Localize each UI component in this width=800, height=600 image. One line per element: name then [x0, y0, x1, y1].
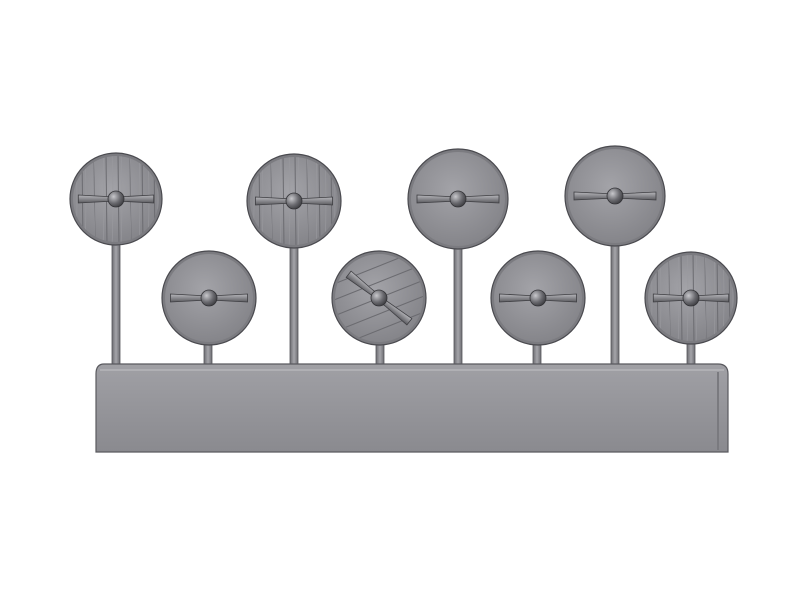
stem-7 — [610, 241, 620, 366]
shield-5 — [407, 148, 509, 250]
shield-boss — [529, 289, 547, 307]
shield-7 — [564, 145, 666, 247]
shield-boss — [449, 190, 467, 208]
stem-1 — [111, 239, 121, 366]
shield-8 — [644, 251, 738, 345]
shield-boss — [682, 289, 700, 307]
shield-2 — [161, 250, 257, 346]
shield-6 — [490, 250, 586, 346]
shield-3 — [246, 153, 342, 249]
sprue-block — [95, 363, 729, 453]
shield-boss — [200, 289, 218, 307]
shield-1 — [69, 152, 163, 246]
shield-boss — [107, 190, 125, 208]
stem-5 — [453, 244, 463, 366]
sprue-body — [95, 363, 729, 453]
stem-3 — [289, 244, 299, 366]
shields-group — [69, 145, 738, 346]
shield-4 — [331, 250, 427, 346]
shield-boss — [285, 192, 303, 210]
stub-8 — [686, 341, 696, 366]
shield-boss — [606, 187, 624, 205]
shield-boss — [370, 289, 388, 307]
